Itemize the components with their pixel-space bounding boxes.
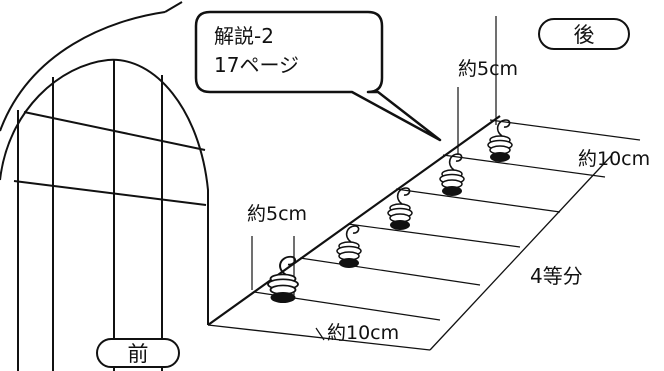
- row-line-1: [489, 119, 641, 141]
- row-line-5: [299, 257, 481, 286]
- plant-1: [267, 255, 299, 304]
- greenhouse-frame: [0, 1, 209, 371]
- plant-4: [439, 153, 465, 197]
- plant-2: [336, 225, 362, 269]
- bed-front-edge: [207, 324, 431, 351]
- front-label: 前: [96, 338, 180, 368]
- row-line-4: [347, 223, 521, 248]
- bed-right-edge: [429, 154, 613, 351]
- callout-line-1: 解説-2: [214, 24, 274, 48]
- arch-outer: [0, 11, 166, 132]
- callout-text: 解説-2 17ページ: [214, 22, 299, 80]
- row-line-3: [395, 188, 561, 213]
- bed-left-edge: [207, 115, 501, 326]
- callout-line-2: 17ページ: [214, 53, 300, 77]
- callout-bubble: [194, 10, 442, 142]
- rail-upper: [23, 111, 206, 151]
- spacing-back-top-label: 約5cm: [458, 58, 519, 80]
- bed-lines: [207, 16, 641, 351]
- arch-ridge: [164, 1, 183, 13]
- spacing-bottom-label: 約10cm: [327, 322, 400, 344]
- back-label: 後: [538, 18, 630, 50]
- spacing-right-label: 約10cm: [578, 148, 651, 170]
- dim-bottom-tick: [315, 327, 325, 341]
- spacing-front-top-label: 約5cm: [247, 203, 308, 225]
- plant-5: [487, 119, 513, 163]
- rail-lower: [13, 180, 207, 206]
- row-line-2: [442, 154, 606, 178]
- arch-front: [0, 58, 209, 325]
- divisions-label: 4等分: [530, 264, 583, 288]
